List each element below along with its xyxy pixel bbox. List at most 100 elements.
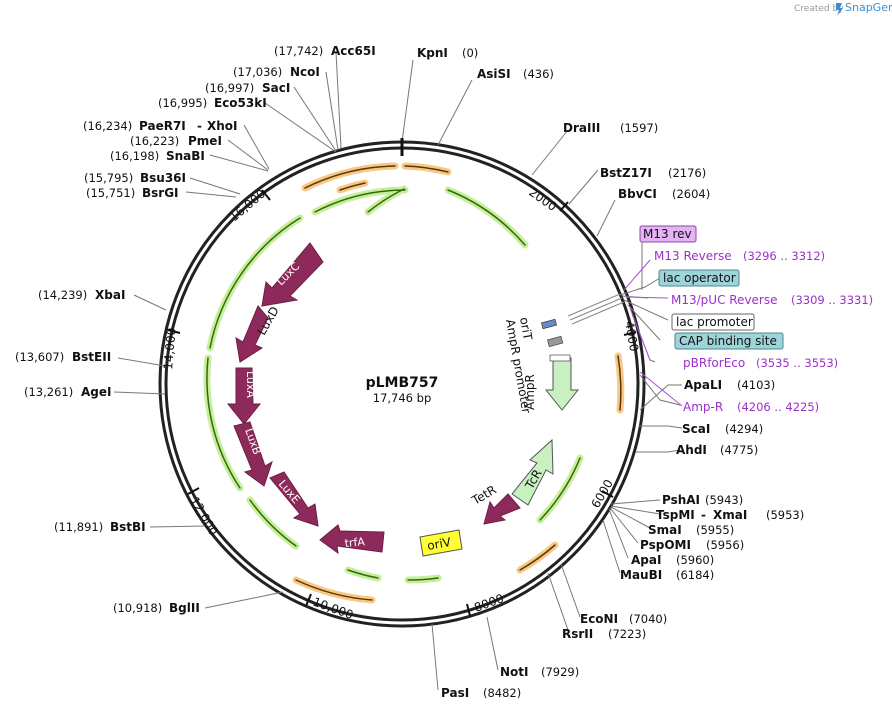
enzyme-agei-pos: (13,261): [24, 385, 73, 399]
enzyme-apali: ApaLI: [684, 378, 722, 392]
enzyme-asisi: AsiSI: [477, 67, 511, 81]
enzyme-ncoi: NcoI: [290, 65, 320, 79]
luxa-label: LuxA: [244, 371, 257, 398]
green-arrows: [203, 185, 584, 584]
enzyme-saci: SacI: [262, 81, 290, 95]
enzyme-asisi-pos: (436): [523, 67, 554, 81]
feature-cap-binding-site: CAP binding site: [679, 334, 777, 348]
orange-arrows: [292, 162, 625, 604]
enzyme-pasi-pos: (8482): [483, 686, 521, 700]
luxe-arrow: [269, 471, 319, 527]
luxd-arrow: [235, 305, 269, 363]
enzyme-xbai-pos: (14,239): [38, 288, 87, 302]
enzyme-draiii: DraIII: [563, 121, 600, 135]
enzyme-kpni: KpnI: [417, 46, 448, 60]
enzyme-pmei: PmeI: [188, 134, 222, 148]
enzyme-eco53ki: Eco53kI: [214, 96, 267, 110]
enzyme-acc65i-pos: (17,742): [274, 44, 323, 58]
enzyme-bstbi: BstBI: [110, 520, 146, 534]
tick-label-14000: 14,000: [161, 327, 179, 370]
feature-amp-r: Amp-R: [683, 400, 723, 414]
enzyme-tspmi: TspMI: [656, 508, 695, 522]
feature-lac-operator: lac operator: [663, 271, 736, 285]
enzyme-agei: AgeI: [81, 385, 111, 399]
enzyme-smai-pos: (5955): [696, 523, 734, 537]
ampr-arrow: [544, 357, 580, 411]
enzyme-pspomi: PspOMI: [640, 538, 691, 552]
lac-region-lines: [567, 293, 625, 325]
enzyme-pmei-pos: (16,223): [130, 134, 179, 148]
enzyme-ahdi: AhdI: [676, 443, 707, 457]
enzyme-kpni-pos: (0): [462, 46, 478, 60]
feature-pbrforeco-pos: (3535 .. 3553): [756, 356, 838, 370]
enzyme-bglii-pos: (10,918): [113, 601, 162, 615]
enzyme-bsrgi-pos: (15,751): [86, 186, 135, 200]
enzyme-econi-pos: (7040): [629, 612, 667, 626]
feature-m13-reverse-pos: (3296 .. 3312): [743, 249, 825, 263]
enzyme-econi: EcoNI: [580, 612, 618, 626]
enzyme-rsrii-pos: (7223): [608, 627, 646, 641]
plasmid-size: 17,746 bp: [373, 391, 432, 405]
oriv-label: oriV: [426, 535, 453, 553]
enzyme-draiii-pos: (1597): [620, 121, 658, 135]
enzyme-ahdi-pos: (4775): [720, 443, 758, 457]
enzyme-paer7i-pos: (16,234): [83, 119, 132, 133]
enzyme-bsteii: BstEII: [72, 350, 111, 364]
enzyme-bsrgi: BsrGI: [142, 186, 179, 200]
enzyme-saci-pos: (16,997): [205, 81, 254, 95]
feature-m13-puc-reverse: M13/pUC Reverse: [671, 293, 778, 307]
enzyme-tspmi-pos: (5953): [766, 508, 804, 522]
ampr-small-box: [549, 354, 571, 362]
enzyme-bstz17i-pos: (2176): [668, 166, 706, 180]
enzyme-connectors: [113, 51, 683, 691]
enzyme-maubi-pos: (6184): [676, 568, 714, 582]
enzyme-noti-pos: (7929): [541, 665, 579, 679]
luxa-arrow: [226, 367, 262, 425]
enzyme-xbai: XbaI: [95, 288, 125, 302]
enzyme-apai-pos: (5960): [676, 553, 714, 567]
feature-box-m13-rev: [639, 225, 697, 243]
feature-m13-rev: M13 rev: [643, 227, 692, 241]
enzyme-bsu36i-pos: (15,795): [84, 171, 133, 185]
enzyme-snabi: SnaBI: [166, 149, 205, 163]
feature-m13-reverse: M13 Reverse: [654, 249, 732, 263]
feature-amp-r-pos: (4206 .. 4225): [737, 400, 819, 414]
feature-lac-promoter: lac promoter: [676, 315, 753, 329]
luxb-arrow: [233, 421, 273, 487]
enzyme-acc65i: Acc65I: [331, 44, 376, 58]
ampr-label: AmpR: [523, 374, 537, 410]
enzyme-ncoi-pos: (17,036): [233, 65, 282, 79]
feature-pbrforeco: pBRforEco: [683, 356, 745, 370]
feature-m13-puc-reverse-pos: (3309 .. 3331): [791, 293, 873, 307]
enzyme-noti: NotI: [500, 665, 529, 679]
snapgene-brand: SnapGene: [845, 1, 892, 14]
enzyme-eco53ki-pos: (16,995): [158, 96, 207, 110]
enzyme-pasi: PasI: [441, 686, 469, 700]
enzyme-snabi-pos: (16,198): [110, 149, 159, 163]
enzyme-bsteii-pos: (13,607): [15, 350, 64, 364]
enzyme-bbvci-pos: (2604): [672, 187, 710, 201]
lux-gene-arrows: [226, 242, 521, 555]
tetr-arrow: [483, 493, 521, 525]
enzyme-rsrii: RsrII: [562, 627, 593, 641]
enzyme-bstz17i: BstZ17I: [600, 166, 652, 180]
tcr-arrow: [511, 438, 554, 506]
enzyme-maubi: MauBI: [620, 568, 662, 582]
enzyme-paer7i: PaeR7I: [139, 119, 186, 133]
enzyme-smai: SmaI: [648, 523, 682, 537]
feature-box-lac-promoter: [671, 313, 755, 331]
enzyme-bbvci: BbvCI: [618, 187, 657, 201]
orit-label: oriT: [517, 316, 535, 342]
enzyme-tspmi-dash: -: [701, 508, 706, 522]
tetr-label: TetR: [469, 483, 499, 508]
tick-label-4000: 4000: [622, 320, 641, 353]
plasmid-name: pLMB757: [366, 375, 439, 391]
enzyme-pshai: PshAI: [662, 493, 700, 507]
orit-mark: [541, 318, 557, 330]
oriv-box: [419, 529, 463, 557]
enzyme-bsu36i: Bsu36I: [140, 171, 186, 185]
enzyme-xhoi: XhoI: [207, 119, 238, 133]
enzyme-bglii: BglII: [169, 601, 200, 615]
enzyme-apai: ApaI: [631, 553, 661, 567]
enzyme-scai-pos: (4294): [725, 422, 763, 436]
